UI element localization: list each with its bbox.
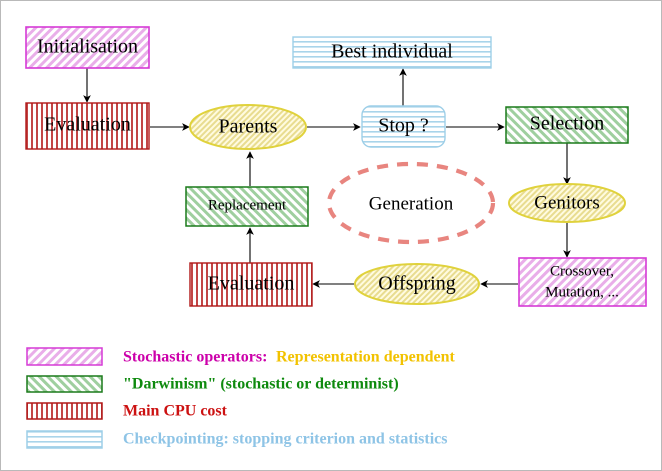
evaluation-bottom-box[interactable] <box>189 262 313 307</box>
genitors-ellipse[interactable] <box>508 183 626 223</box>
parents-label: Parents <box>219 116 278 138</box>
replacement-label: Replacement <box>208 197 287 213</box>
genitors-label: Genitors <box>534 192 599 213</box>
legend-swatch-red-vertical <box>26 402 103 420</box>
legend-label-darwinism: "Darwinism" (stochastic or determinist) <box>123 376 399 393</box>
legend-label-checkpointing: Checkpointing: stopping criterion and st… <box>123 431 447 448</box>
crossover-mutation-box[interactable] <box>518 257 647 307</box>
stop-label: Stop ? <box>378 115 429 137</box>
legend-swatch-blue-horizontal <box>26 430 103 449</box>
legend: Stochastic operators: Representation dep… <box>26 347 455 449</box>
evaluation-top-label: Evaluation <box>44 114 131 136</box>
legend-label-stochastic-operators: Stochastic operators: <box>123 349 267 366</box>
legend-label-main-cpu-cost: Main CPU cost <box>123 403 228 420</box>
generation-ellipse <box>326 161 496 245</box>
parents-ellipse[interactable] <box>189 104 307 150</box>
legend-label-representation-dependent: Representation dependent <box>276 349 455 366</box>
evaluation-bottom-label: Evaluation <box>208 273 295 295</box>
best-individual-box[interactable] <box>292 36 492 69</box>
evaluation-top-box[interactable] <box>25 102 150 150</box>
selection-label: Selection <box>530 113 604 135</box>
initialisation-label: Initialisation <box>37 36 138 58</box>
legend-swatch-green-diagonal <box>26 375 103 393</box>
crossover-label-line2: Mutation, ... <box>545 284 619 300</box>
selection-box[interactable] <box>505 106 629 144</box>
best-individual-label: Best individual <box>331 41 453 63</box>
legend-swatch-magenta-diagonal <box>26 347 103 366</box>
initialisation-box[interactable] <box>25 26 150 69</box>
offspring-ellipse[interactable] <box>354 263 480 305</box>
edges-group <box>83 68 571 288</box>
replacement-box[interactable] <box>185 186 309 227</box>
generation-label: Generation <box>369 193 454 214</box>
offspring-label: Offspring <box>378 273 455 295</box>
stop-box[interactable] <box>361 105 446 148</box>
crossover-label-line1: Crossover, <box>550 263 614 279</box>
